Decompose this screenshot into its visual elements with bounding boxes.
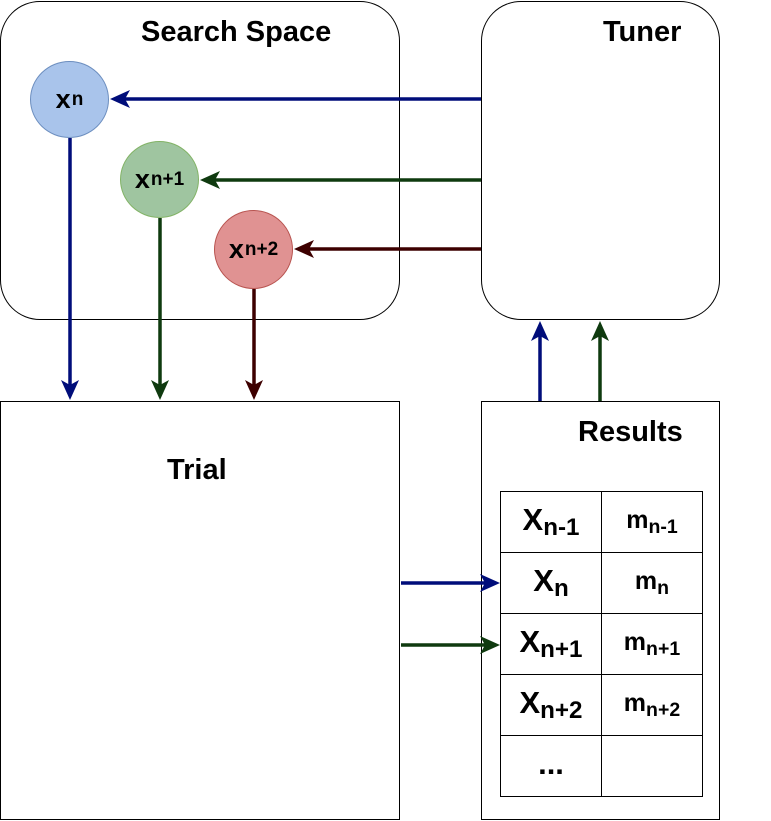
table-cell-x: Xn+2 [500, 674, 602, 736]
table-cell-m: mn-1 [601, 491, 703, 553]
table-row: Xn+1 mn+1 [500, 613, 703, 675]
trial-title: Trial [167, 454, 227, 486]
table-row: Xn-1 mn-1 [500, 491, 703, 553]
search-space-box: Search Space [0, 1, 400, 320]
trial-box: Trial [0, 401, 400, 820]
table-row: ... [500, 735, 703, 797]
table-cell-x: Xn-1 [500, 491, 602, 553]
arrow-trial-to-results-green [401, 636, 500, 654]
arrow-trial-to-results-blue [401, 574, 500, 592]
arrow-tuner-to-xn-plus-2 [294, 240, 481, 258]
table-cell-m: mn+1 [601, 613, 703, 675]
arrow-xn-plus-2-to-trial [245, 289, 263, 400]
table-cell-m: mn [601, 552, 703, 614]
results-title: Results [578, 416, 683, 448]
search-space-title: Search Space [141, 16, 332, 48]
results-table: Xn-1 mn-1 Xn mn Xn+1 mn+1 Xn+2 mn+2 ... [500, 491, 703, 797]
table-cell-x: ... [500, 735, 602, 797]
arrow-xn-to-trial [61, 138, 79, 400]
node-xn-plus-2-sub: n+2 [244, 238, 279, 260]
arrow-xn-plus-1-to-trial [151, 218, 169, 400]
node-xn-plus-1-sub: n+1 [150, 168, 185, 190]
table-row: Xn+2 mn+2 [500, 674, 703, 736]
node-xn-sub: n [71, 88, 84, 110]
table-cell-m [601, 735, 703, 797]
arrow-tuner-to-xn [110, 90, 481, 108]
tuner-box: Tuner [481, 1, 720, 320]
tuner-title: Tuner [603, 16, 682, 48]
table-cell-x: Xn+1 [500, 613, 602, 675]
node-xn-base: x [55, 84, 71, 114]
arrow-results-to-tuner-blue [531, 321, 549, 401]
table-row: Xn mn [500, 552, 703, 614]
arrow-tuner-to-xn-plus-1 [200, 171, 481, 189]
node-xn-plus-1-base: x [134, 164, 150, 194]
node-xn-plus-2-base: x [228, 234, 244, 264]
arrow-results-to-tuner-green [591, 321, 609, 401]
